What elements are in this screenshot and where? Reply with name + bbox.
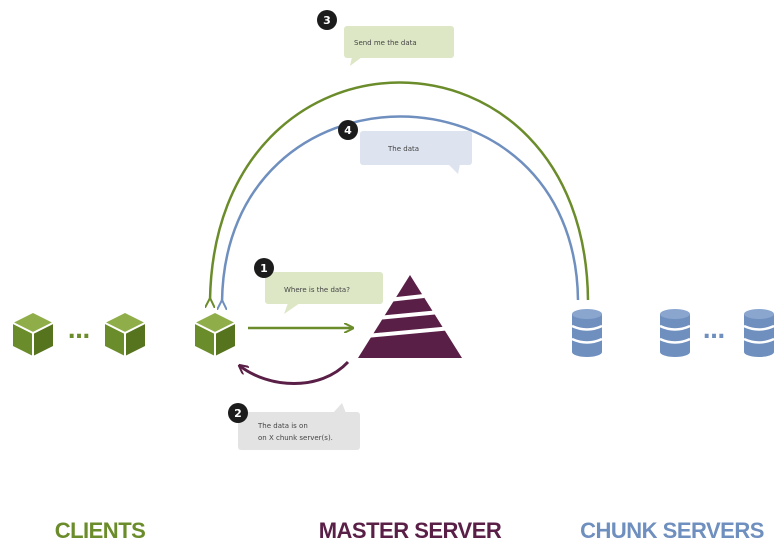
bubble-step-4-text: The data (387, 145, 419, 153)
badge-step-1: 1 (254, 258, 274, 278)
badge-step-4: 4 (338, 120, 358, 140)
badge-step-3: 3 (317, 10, 337, 30)
client-cube-2 (104, 313, 146, 356)
arrow-master-to-client (240, 360, 350, 385)
badge-step-1-number: 1 (260, 262, 268, 275)
bubble-step-4: The data (360, 131, 472, 174)
bubble-step-2-line2: on X chunk server(s). (258, 434, 333, 442)
bubble-step-2: The data is on on X chunk server(s). (238, 403, 360, 450)
bubble-step-1: Where is the data? (265, 272, 383, 314)
badge-step-2-number: 2 (234, 407, 242, 420)
chunk-server-db-1 (571, 309, 603, 357)
arc-the-data (222, 115, 580, 302)
bubble-step-3: Send me the data (344, 26, 454, 66)
label-master-server: MASTER SERVER (319, 518, 502, 543)
label-chunk-servers: CHUNK SERVERS (580, 518, 764, 543)
bubble-step-3-text: Send me the data (354, 39, 417, 47)
badge-step-3-number: 3 (323, 14, 331, 27)
bubble-step-2-line1: The data is on (257, 422, 308, 430)
badge-step-2: 2 (228, 403, 248, 423)
label-clients: CLIENTS (55, 518, 146, 543)
master-server-pyramid-icon (358, 275, 462, 358)
chunk-servers-ellipsis: … (703, 319, 725, 344)
arc-send-me-the-data (210, 81, 590, 301)
clients-ellipsis: … (68, 319, 90, 344)
chunk-server-db-2 (659, 309, 691, 357)
client-cube-active (194, 313, 236, 356)
badge-step-4-number: 4 (344, 124, 352, 137)
chunk-server-db-3 (743, 309, 775, 357)
client-cube-1 (12, 313, 54, 356)
bubble-step-1-text: Where is the data? (284, 286, 350, 294)
